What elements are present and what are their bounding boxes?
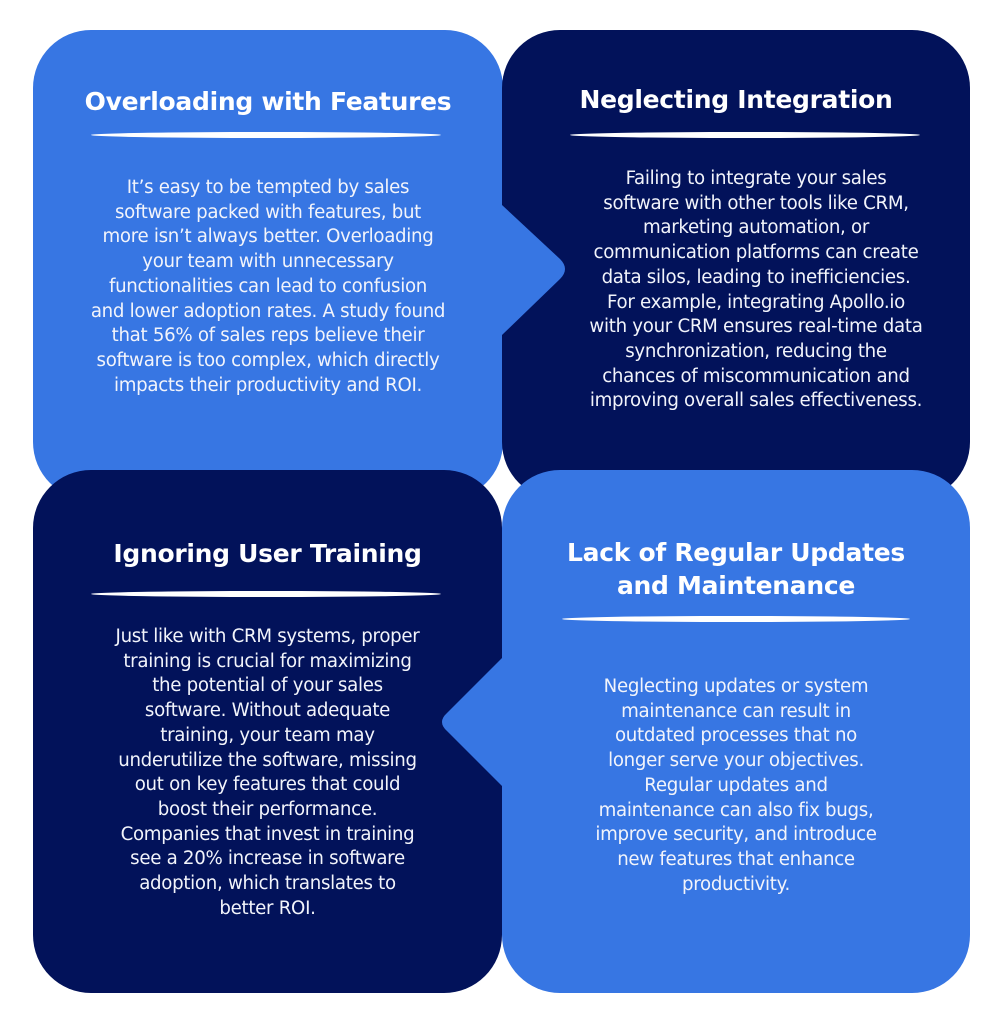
body-line: new features that enhance [617,848,855,870]
card-body: Just like with CRM systems, proper train… [33,625,502,921]
body-line: Failing to integrate your sales [625,168,887,189]
card-title: Ignoring User Training [113,539,422,568]
body-line: software packed with features, but [114,201,422,223]
body-line: out on key features that could [134,774,401,796]
card-title-line: and Maintenance [616,571,856,600]
body-line: training, your team may [160,724,375,746]
body-line: synchronization, reducing the [625,340,887,362]
body-line: adoption, which translates to [139,873,396,895]
card-overloading-with-features: Overloading with Features It’s easy to b… [33,30,503,500]
body-line: that 56% of sales reps believe their [111,325,425,347]
card-lack-of-regular-updates: Lack of Regular Updates and Maintenance … [502,470,970,993]
body-line: Regular updates and [644,774,828,796]
card-neglecting-integration: Neglecting Integration Failing to integr… [502,30,970,500]
title-divider [91,132,441,138]
card-title: Overloading with Features [84,87,452,116]
body-line: training is crucial for maximizing [123,650,412,672]
body-line: the potential of your sales [152,675,383,697]
body-line: maintenance can also fix bugs, [598,799,874,821]
body-line: impacts their productivity and ROI. [113,374,423,396]
card-body: Failing to integrate your sales software… [542,167,970,414]
body-line: improve security, and introduce [595,824,877,846]
card-body: Neglecting updates or system maintenance… [502,675,970,897]
card-title: Lack of Regular Updates and Maintenance [502,536,970,602]
body-line: data silos, leading to inefficiencies. [601,266,911,288]
body-line: your team with unnecessary [142,251,394,273]
card-title-line: Lack of Regular Updates [567,538,905,567]
body-line: Neglecting updates or system [603,676,869,697]
body-line: more isn’t always better. Overloading [102,226,434,248]
title-divider [91,591,441,597]
body-line: boost their performance. [157,798,378,820]
body-line: see a 20% increase in software [130,848,405,870]
body-line: functionalities can lead to confusion [108,275,428,297]
body-line: with your CRM ensures real-time data [589,316,923,338]
body-line: longer serve your objectives. [608,750,864,772]
body-line: marketing automation, or [642,217,870,239]
body-line: It’s easy to be tempted by sales [126,177,410,198]
body-line: communication platforms can create [593,242,919,264]
arrow-left-icon [442,658,502,786]
card-body: It’s easy to be tempted by sales softwar… [33,176,503,398]
card-ignoring-user-training: Ignoring User Training Just like with CR… [33,470,502,993]
card-title: Neglecting Integration [579,85,893,114]
body-line: underutilize the software, missing [118,749,417,771]
title-divider [562,616,910,622]
body-line: maintenance can result in [621,700,851,722]
body-line: better ROI. [219,897,316,919]
title-divider [570,132,920,138]
body-line: Companies that invest in training [120,823,415,845]
body-line: Just like with CRM systems, proper [115,626,420,647]
arrow-right-icon [502,205,565,335]
body-line: software with other tools like CRM, [603,192,909,214]
body-line: productivity. [681,873,790,895]
body-line: chances of miscommunication and [602,365,910,387]
body-line: For example, integrating Apollo.io [607,291,905,313]
body-line: outdated processes that no [614,725,858,747]
body-line: software is too complex, which directly [96,349,440,371]
body-line: software. Without adequate [144,700,391,722]
body-line: improving overall sales effectiveness. [589,390,923,412]
body-line: and lower adoption rates. A study found [90,300,446,322]
